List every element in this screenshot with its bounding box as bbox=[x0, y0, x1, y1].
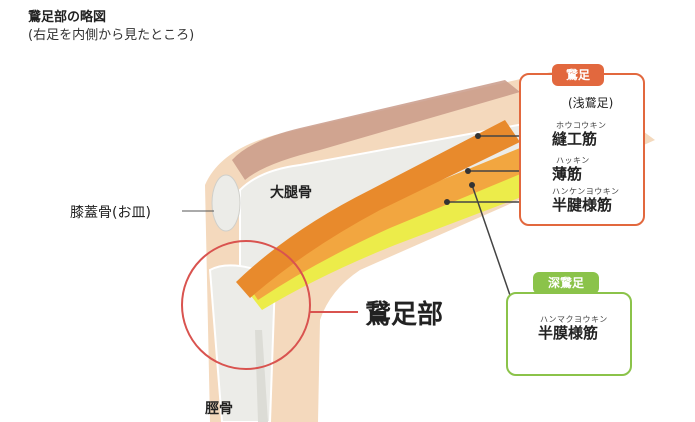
sartorius-label: 縫工筋 bbox=[552, 130, 598, 148]
sartorius-dot bbox=[475, 133, 481, 139]
deep-pes-tag: 深鵞足 bbox=[533, 272, 599, 294]
tibia-label: 脛骨 bbox=[205, 401, 233, 417]
gracilis-label: 薄筋 bbox=[552, 165, 583, 183]
semimembranosus-ruby: ハンマクヨウキン bbox=[540, 315, 608, 324]
page-subtitle: (右足を内側から見たところ) bbox=[28, 28, 195, 43]
pes-anserinus-sub: (浅鵞足) bbox=[568, 96, 614, 110]
page-title: 鵞足部の略図 bbox=[28, 10, 107, 25]
focus-label: 鵞足部 bbox=[365, 300, 444, 330]
deep-pes-box bbox=[506, 292, 632, 376]
sartorius-ruby: ホウコウキン bbox=[556, 121, 607, 130]
semitendinosus-band bbox=[248, 168, 540, 310]
fibula-bone bbox=[255, 330, 268, 422]
thigh-muscle-strip bbox=[232, 80, 520, 180]
femur-label: 大腿骨 bbox=[270, 185, 312, 201]
semimembranosus-label: 半膜様筋 bbox=[538, 324, 599, 342]
gracilis-ruby: ハッキン bbox=[556, 156, 590, 165]
sartorius-band bbox=[236, 120, 520, 298]
pes-anserinus-tag: 鵞足 bbox=[552, 64, 604, 86]
gracilis-band bbox=[246, 148, 530, 300]
semitendinosus-ruby: ハンケンヨウキン bbox=[552, 187, 620, 196]
semimembranosus-dot bbox=[469, 182, 475, 188]
semitendinosus-label: 半腱様筋 bbox=[552, 196, 613, 214]
patella-label: 膝蓋骨(お皿) bbox=[70, 205, 151, 221]
patella-bone bbox=[211, 174, 241, 232]
semitendinosus-dot bbox=[444, 199, 450, 205]
gracilis-dot bbox=[465, 168, 471, 174]
focus-circle bbox=[181, 240, 311, 370]
